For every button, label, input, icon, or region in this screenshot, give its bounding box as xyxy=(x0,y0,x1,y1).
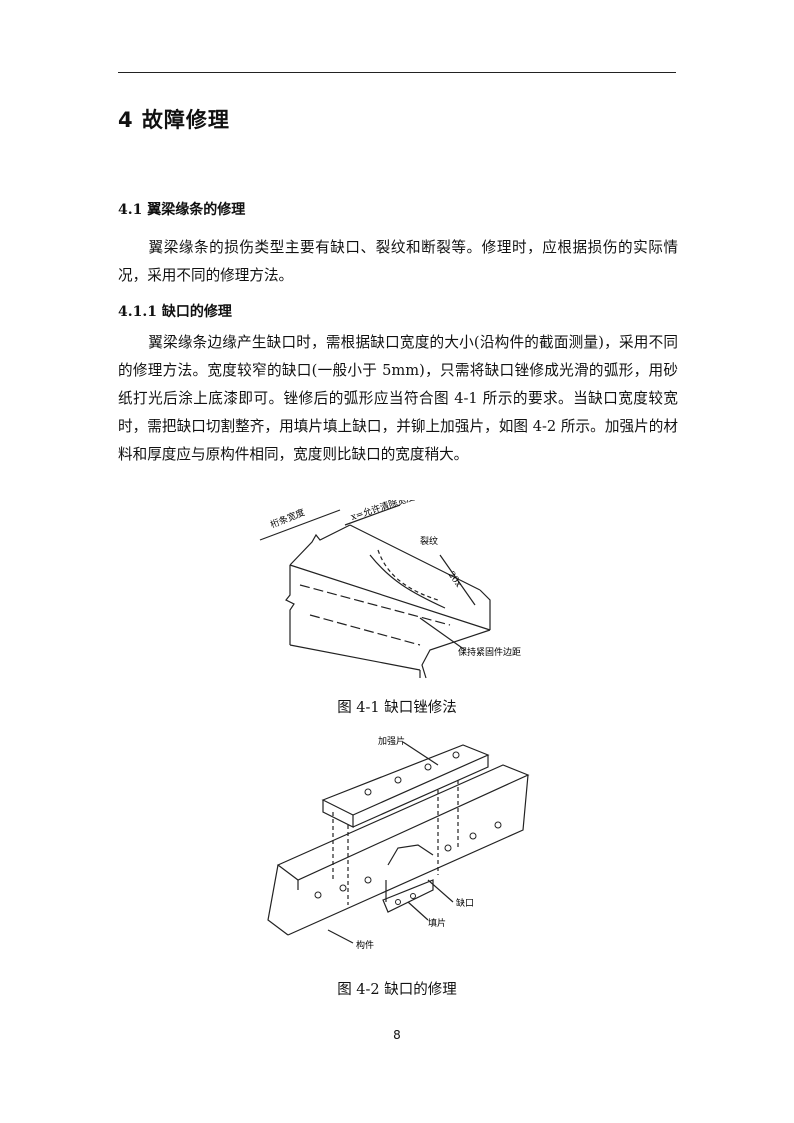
subsection-heading: 4.1 翼梁缘条的修理 xyxy=(118,202,246,218)
paragraph-notch-repair: 翼梁缘条边缘产生缺口时，需根据缺口宽度的大小(沿构件的截面测量)，采用不同的修理… xyxy=(118,329,678,469)
section-heading: 4 故障修理 xyxy=(118,108,230,132)
paragraph-intro-text: 翼梁缘条的损伤类型主要有缺口、裂纹和断裂等。修理时，应根据损伤的实际情况，采用不… xyxy=(118,239,678,284)
label-crack: 裂纹 xyxy=(420,535,438,547)
paragraph-notch-repair-text: 翼梁缘条边缘产生缺口时，需根据缺口宽度的大小(沿构件的截面测量)，采用不同的修理… xyxy=(118,334,678,463)
paragraph-intro: 翼梁缘条的损伤类型主要有缺口、裂纹和断裂等。修理时，应根据损伤的实际情况，采用不… xyxy=(118,234,678,290)
label-notch: 缺口 xyxy=(456,897,474,909)
header-rule xyxy=(118,72,676,73)
label-fastener-edge: 保持紧固件边距 xyxy=(458,646,521,658)
figure-4-1-caption: 图 4-1 缺口锉修法 xyxy=(337,700,457,716)
subsubsection-heading: 4.1.1 缺口的修理 xyxy=(118,304,232,320)
page-number: 8 xyxy=(393,1028,401,1042)
label-reinforcing-plate: 加强片 xyxy=(378,735,405,747)
label-dimension: 20x xyxy=(446,570,464,589)
figure-4-2-caption: 图 4-2 缺口的修理 xyxy=(337,982,457,998)
label-filler: 填片 xyxy=(428,917,446,929)
label-allowable-width: x=允许清除宽度 xyxy=(349,500,416,523)
label-stringer-width: 桁条宽度 xyxy=(269,506,307,531)
figure-notch-filing: 桁条宽度 x=允许清除宽度 裂纹 20x 保持紧固件边距 xyxy=(259,500,521,679)
label-member: 构件 xyxy=(356,939,374,951)
figure-notch-repair: 加强片 缺口 填片 构件 xyxy=(267,735,530,951)
